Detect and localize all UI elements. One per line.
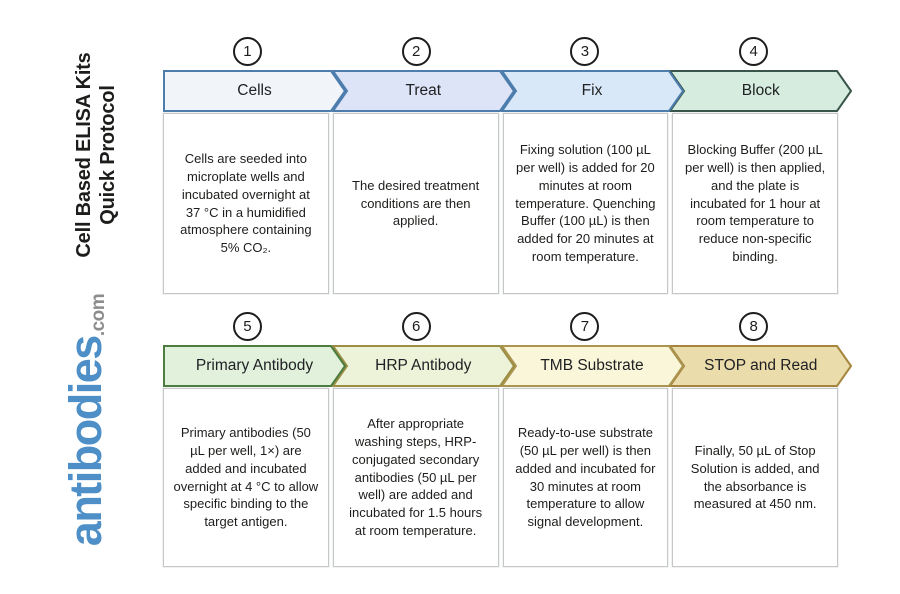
description-row: Cells are seeded into microplate wells a… [163,113,838,294]
step-description-tmb-substrate: Ready-to-use substrate (50 µL per well) … [502,388,669,567]
protocol-title-line2: Quick Protocol [97,85,119,225]
description-row: Primary antibodies (50 µL per well, 1×) … [163,388,838,567]
step-number-badge: 4 [739,37,769,66]
step-description-primary-antibody: Primary antibodies (50 µL per well, 1×) … [163,388,329,567]
step-arrow-hrp-antibody: HRP Antibody [331,345,515,387]
step-label: Fix [581,82,603,99]
step-number-badge: 3 [570,37,600,66]
step-number-badge: 5 [232,312,262,341]
step-label: TMB Substrate [540,357,644,374]
step-description-cells: Cells are seeded into microplate wells a… [163,113,329,294]
step-row-1: 1 2 3 4 Cells Treat Fix [163,37,855,294]
step-description-hrp-antibody: After appropriate washing steps, HRP-con… [332,388,499,567]
protocol-title-line1: Cell Based ELISA Kits [73,52,96,258]
step-arrow-block: Block [669,70,853,112]
step-description-fix: Fixing solution (100 µL per well) is add… [502,113,669,294]
step-arrow-treat: Treat [331,70,515,112]
step-description-block: Blocking Buffer (200 µL per well) is the… [672,113,838,294]
step-description-treat: The desired treatment conditions are the… [332,113,499,294]
chevron-arrow-shape [163,70,346,112]
step-arrow-cells: Cells [163,70,346,112]
arrow-band: Primary Antibody HRP Antibody TMB Substr… [163,345,855,387]
step-label: Block [741,82,780,99]
chevron-arrow-shape [163,345,346,387]
step-arrow-stop-and-read: STOP and Read [669,345,853,387]
brand-logo-text: antibodies [60,336,111,547]
arrow-band: Cells Treat Fix Block [163,70,855,112]
chevron-arrow-shape [331,70,515,112]
protocol-title: Cell Based ELISA Kits Quick Protocol [73,37,121,273]
brand-logo: antibodies .com [42,279,130,561]
chevron-arrow-shape [669,70,853,112]
step-label: Cells [237,82,272,99]
step-number-row: 1 2 3 4 [163,37,838,66]
step-arrow-primary-antibody: Primary Antibody [163,345,346,387]
step-label: Treat [405,82,442,99]
step-number-badge: 1 [232,37,262,66]
chevron-arrow-shape [331,345,515,387]
chevron-arrow-shape [669,345,853,387]
step-arrow-tmb-substrate: TMB Substrate [500,345,684,387]
step-number-badge: 2 [401,37,431,66]
brand-logo-suffix: .com [88,293,109,337]
step-description-stop-and-read: Finally, 50 µL of Stop Solution is added… [672,388,838,567]
step-label: Primary Antibody [195,357,314,374]
chevron-arrow-shape [500,70,684,112]
step-label: STOP and Read [704,357,818,374]
step-label: HRP Antibody [375,357,472,374]
step-number-row: 5 6 7 8 [163,312,838,341]
step-number-badge: 7 [570,312,600,341]
step-number-badge: 8 [739,312,769,341]
step-number-badge: 6 [401,312,431,341]
step-arrow-fix: Fix [500,70,684,112]
chevron-arrow-shape [500,345,684,387]
step-row-2: 5 6 7 8 Primary Antibody HRP Antibody [163,312,855,567]
